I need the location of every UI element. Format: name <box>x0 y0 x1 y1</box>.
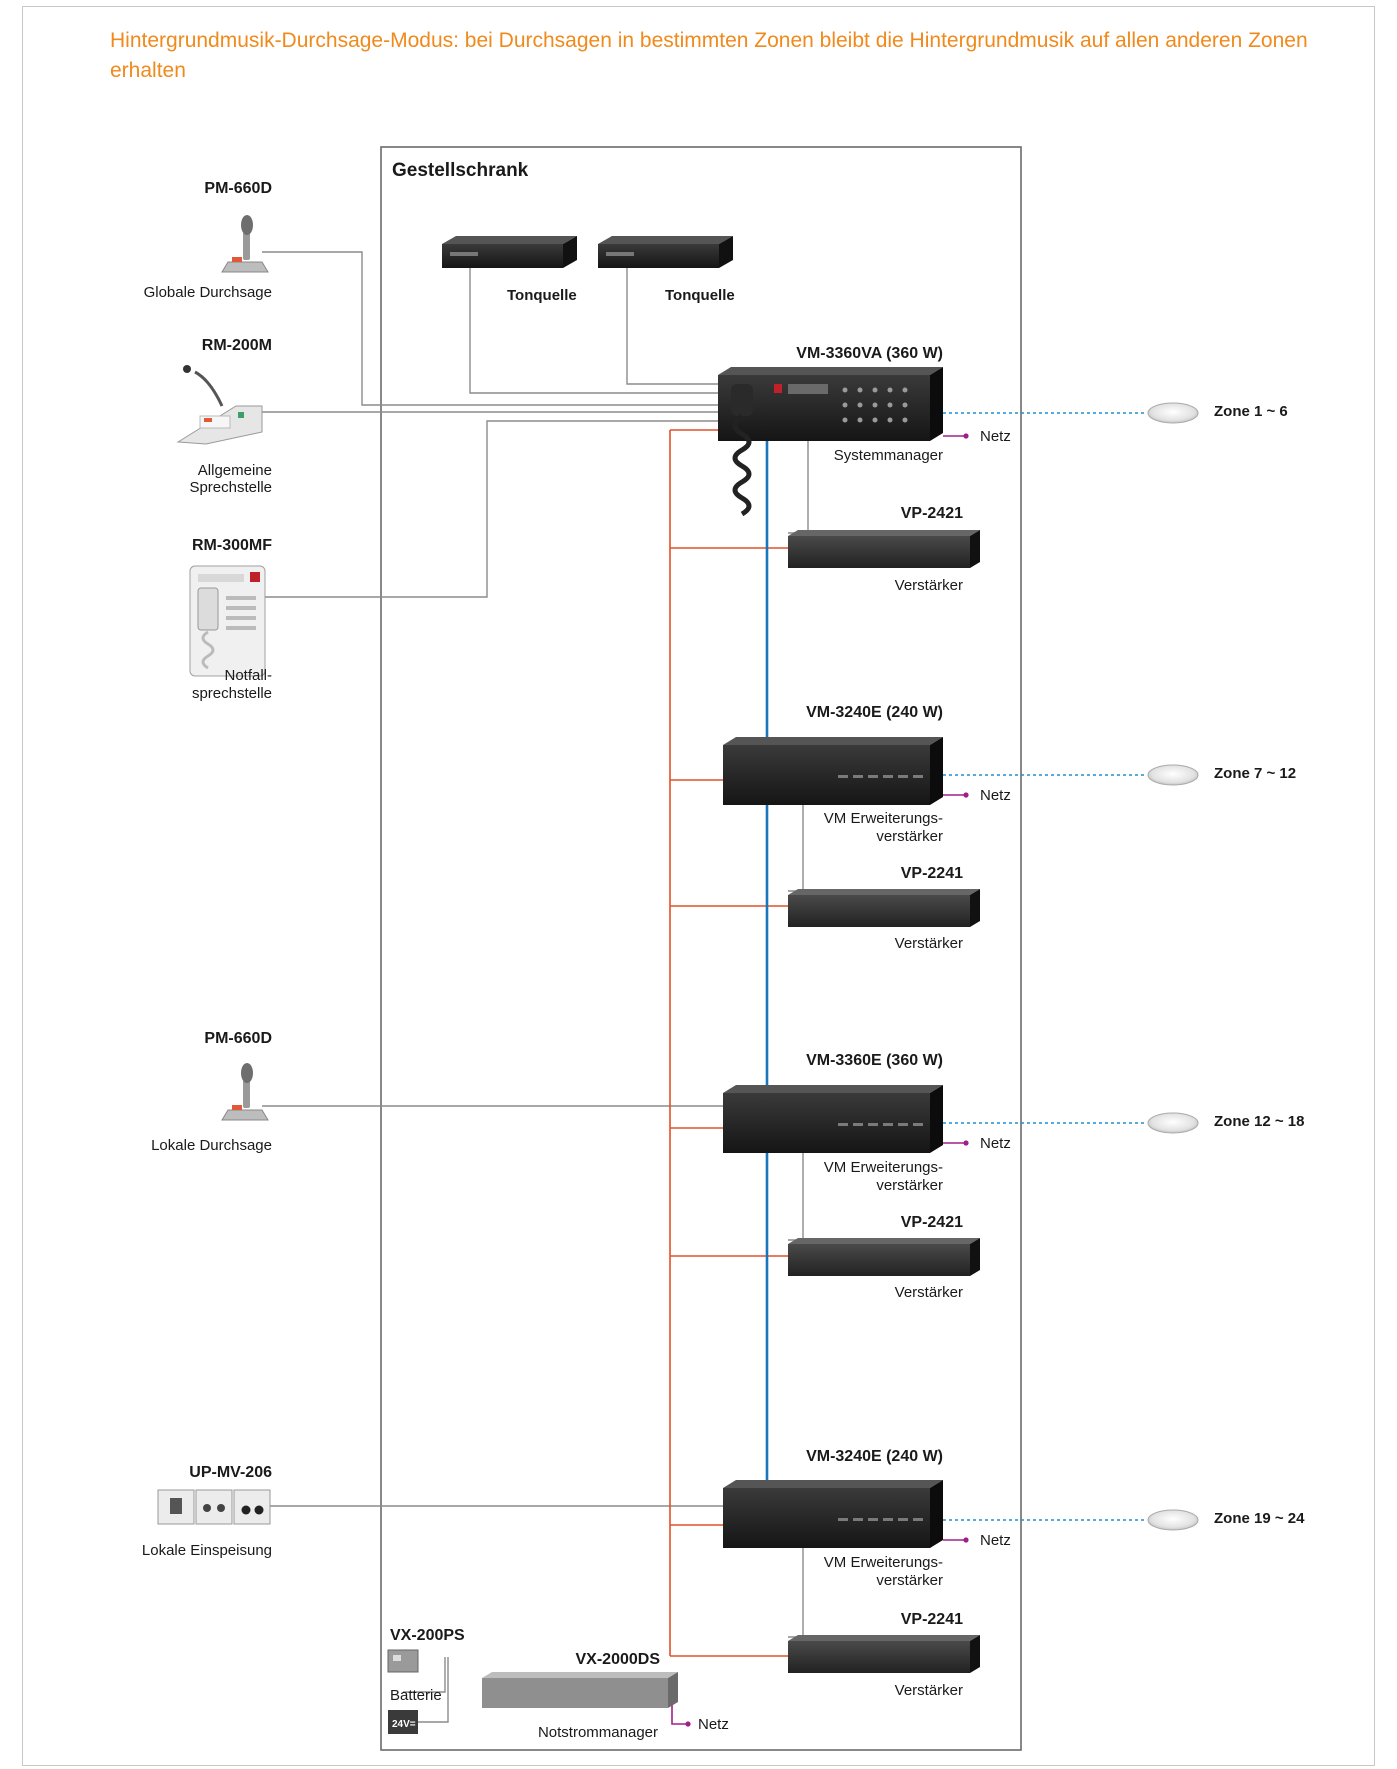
vx-200ps: VX-200PS Batterie 24V= <box>387 1627 465 1734</box>
vm-3360va: VM-3360VA (360 W) Systemmanager Netz <box>718 345 1011 517</box>
pm-660d-local-caption: Lokale Durchsage <box>151 1137 272 1154</box>
amplifier-4-caption: Verstärker <box>895 1682 963 1699</box>
netz-dots <box>685 433 969 1727</box>
vm-3240e-2-caption-1: VM Erweiterungs- <box>824 1554 943 1571</box>
zone-2-label: Zone 7 ~ 12 <box>1214 765 1296 782</box>
zone-2: Zone 7 ~ 12 <box>1147 764 1296 786</box>
zone-4-label: Zone 19 ~ 24 <box>1214 1510 1305 1527</box>
vm-3360va-netz: Netz <box>980 428 1011 445</box>
rack-cabinet <box>380 146 1022 1751</box>
wiring <box>262 251 1145 1725</box>
pm-660d-global: PM-660D Globale Durchsage <box>144 180 272 301</box>
up-mv-206-caption: Lokale Einspeisung <box>142 1542 272 1559</box>
zone-3: Zone 12 ~ 18 <box>1147 1112 1304 1134</box>
vm-3360e-caption-2: verstärker <box>876 1177 943 1194</box>
desk-microphone-icon <box>221 1063 269 1121</box>
rm-300mf-caption-1: Notfall- <box>224 667 272 684</box>
handheld-microphone-icon <box>731 384 753 416</box>
pm-660d-local-model: PM-660D <box>204 1030 272 1047</box>
diagram-heading: Hintergrundmusik-Durchsage-Modus: bei Du… <box>110 29 1308 82</box>
battery-badge: 24V= <box>392 1719 416 1730</box>
amplifier-2: VP-2241 Verstärker <box>788 865 980 952</box>
remote-microphone-icon <box>176 365 263 445</box>
zone-3-label: Zone 12 ~ 18 <box>1214 1113 1304 1130</box>
amplifier-3-caption: Verstärker <box>895 1284 963 1301</box>
pm-660d-global-model: PM-660D <box>204 180 272 197</box>
diagram-frame <box>22 6 1375 1766</box>
rm-200m-caption-2: Sprechstelle <box>189 479 272 496</box>
pm-660d-local: PM-660D Lokale Durchsage <box>151 1030 272 1154</box>
vm-3240e-2-model: VM-3240E (240 W) <box>806 1448 943 1465</box>
desk-microphone-icon <box>221 215 269 273</box>
vm-3360va-caption: Systemmanager <box>834 447 943 464</box>
tonquelle-2-label: Tonquelle <box>665 287 735 304</box>
vm-3360e-caption-1: VM Erweiterungs- <box>824 1159 943 1176</box>
amplifier-3: VP-2421 Verstärker <box>788 1214 980 1301</box>
up-mv-206-model: UP-MV-206 <box>189 1464 272 1481</box>
ceiling-speaker-icon <box>1147 1509 1199 1531</box>
vm-3240e-1-caption-1: VM Erweiterungs- <box>824 810 943 827</box>
amplifier-4-model: VP-2241 <box>901 1611 963 1628</box>
zone-4: Zone 19 ~ 24 <box>1147 1509 1305 1531</box>
vm-3240e-2: VM-3240E (240 W) VM Erweiterungs- verstä… <box>723 1448 1011 1589</box>
amplifier-1-model: VP-2421 <box>901 505 963 522</box>
up-mv-206: UP-MV-206 Lokale Einspeisung <box>142 1464 272 1559</box>
vx-2000ds-model: VX-2000DS <box>576 1651 661 1668</box>
emergency-station-icon <box>189 565 266 677</box>
tonquelle-1: Tonquelle <box>442 236 577 304</box>
vx-2000ds-caption: Notstrommanager <box>538 1724 658 1741</box>
vx-2000ds: VX-2000DS Notstrommanager Netz <box>482 1651 729 1741</box>
rm-200m-model: RM-200M <box>202 337 272 354</box>
amplifier-1-caption: Verstärker <box>895 577 963 594</box>
vm-3240e-1-model: VM-3240E (240 W) <box>806 704 943 721</box>
ceiling-speaker-icon <box>1147 402 1199 424</box>
amplifier-2-model: VP-2241 <box>901 865 963 882</box>
rm-300mf-caption-2: sprechstelle <box>192 685 272 702</box>
amplifier-3-model: VP-2421 <box>901 1214 963 1231</box>
rm-200m: RM-200M Allgemeine Sprechstelle <box>176 337 272 496</box>
tonquelle-1-label: Tonquelle <box>507 287 577 304</box>
input-panel-icon <box>157 1489 271 1525</box>
battery-icon <box>388 1710 418 1734</box>
vm-3240e-1: VM-3240E (240 W) VM Erweiterungs- verstä… <box>723 704 1011 845</box>
vm-3240e-2-caption-2: verstärker <box>876 1572 943 1589</box>
amplifier-1: VP-2421 Verstärker <box>788 505 980 594</box>
amplifier-4: VP-2241 Verstärker <box>788 1611 980 1699</box>
vm-3360e-netz: Netz <box>980 1135 1011 1152</box>
rack-title: Gestellschrank <box>392 160 529 181</box>
vm-3360e: VM-3360E (360 W) VM Erweiterungs- verstä… <box>723 1052 1011 1194</box>
pm-660d-global-caption: Globale Durchsage <box>144 284 272 301</box>
vm-3240e-1-netz: Netz <box>980 787 1011 804</box>
vm-3240e-1-caption-2: verstärker <box>876 828 943 845</box>
vm-3240e-2-netz: Netz <box>980 1532 1011 1549</box>
vx-200ps-model: VX-200PS <box>390 1627 465 1644</box>
rm-200m-caption-1: Allgemeine <box>198 462 272 479</box>
ceiling-speaker-icon <box>1147 1112 1199 1134</box>
amplifier-2-caption: Verstärker <box>895 935 963 952</box>
vx-2000ds-netz: Netz <box>698 1716 729 1733</box>
rm-300mf: RM-300MF Notfall- sprechstelle <box>189 537 272 702</box>
power-supply-icon <box>387 1649 419 1673</box>
rm-300mf-model: RM-300MF <box>192 537 272 554</box>
ceiling-speaker-icon <box>1147 764 1199 786</box>
zone-1: Zone 1 ~ 6 <box>1147 402 1288 424</box>
tonquelle-2: Tonquelle <box>598 236 735 304</box>
zone-1-label: Zone 1 ~ 6 <box>1214 403 1288 420</box>
vm-3360va-model: VM-3360VA (360 W) <box>796 345 943 362</box>
battery-label: Batterie <box>390 1687 442 1704</box>
vm-3360e-model: VM-3360E (360 W) <box>806 1052 943 1069</box>
